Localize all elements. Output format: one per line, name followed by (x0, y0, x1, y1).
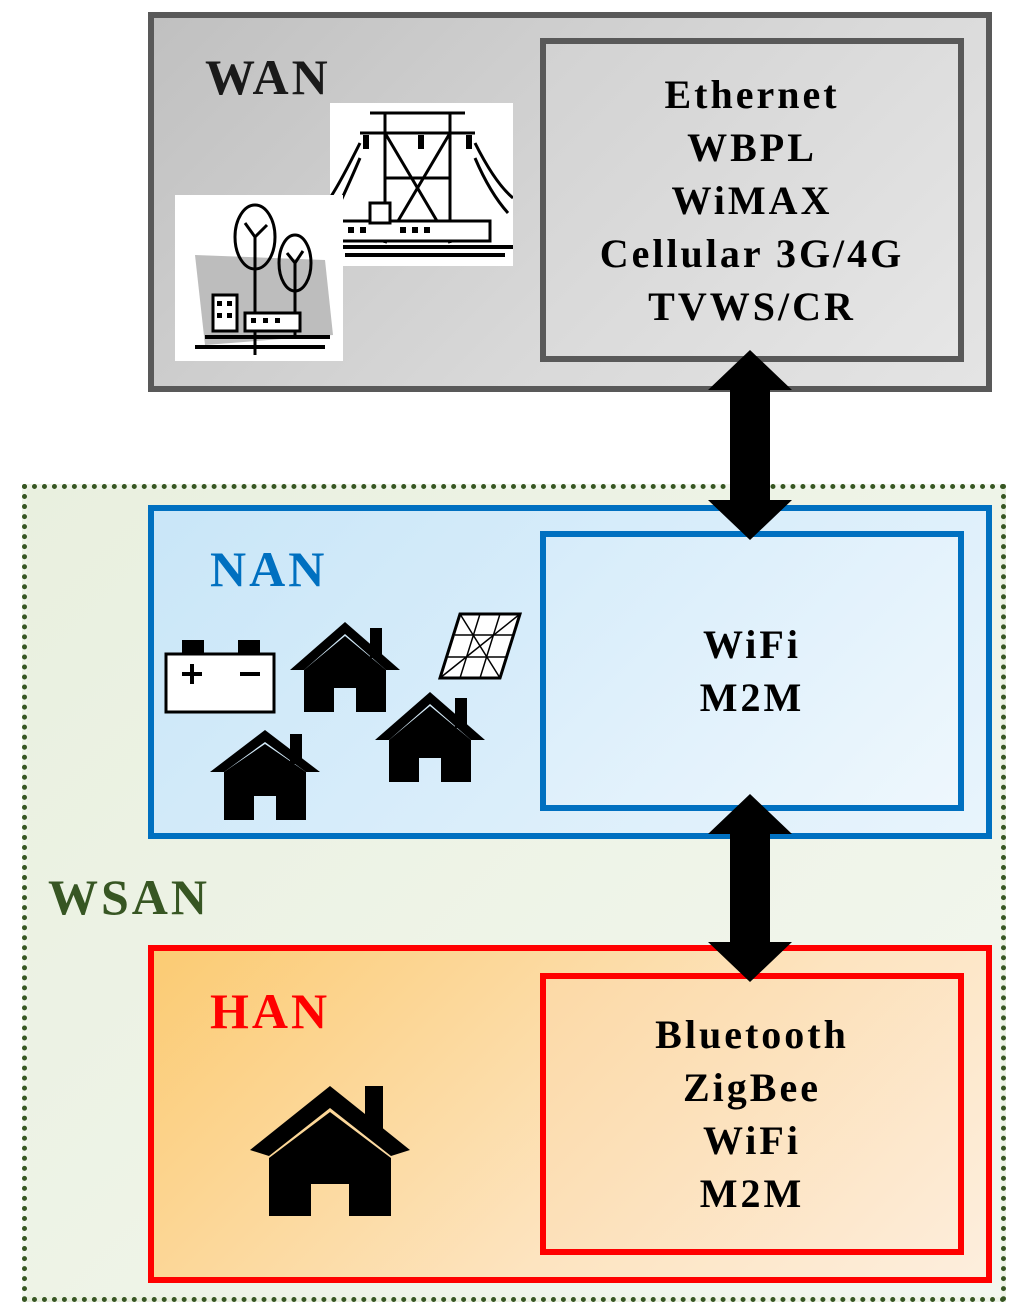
wan-protocols-box: Ethernet WBPL WiMAX Cellular 3G/4G TVWS/… (540, 38, 964, 362)
double-arrow-icon (706, 348, 794, 542)
wan-protocol: WiMAX (671, 177, 833, 223)
wind-turbine-icon (175, 195, 343, 361)
han-label: HAN (210, 983, 331, 1039)
house-icon (290, 622, 400, 712)
wan-protocol: TVWS/CR (648, 283, 856, 329)
wan-protocol: Cellular 3G/4G (599, 230, 905, 276)
wan-label: WAN (205, 49, 331, 105)
house-icon (210, 730, 320, 820)
wan-protocol: WBPL (687, 124, 817, 170)
han-protocol: Bluetooth (655, 1012, 849, 1057)
power-tower-icon (328, 103, 514, 266)
han-protocol: ZigBee (683, 1065, 821, 1110)
wan-protocol: Ethernet (664, 71, 840, 117)
nan-protocols-box: WiFi M2M (540, 531, 964, 811)
han-protocol: WiFi (703, 1118, 801, 1163)
han-protocols-box: Bluetooth ZigBee WiFi M2M (540, 973, 964, 1255)
solar-panel-icon (437, 612, 523, 680)
battery-icon (164, 640, 276, 714)
house-icon (245, 1080, 415, 1220)
nan-protocol: WiFi (703, 622, 801, 667)
nan-protocol: M2M (699, 675, 805, 720)
house-icon (375, 692, 485, 782)
han-protocol: M2M (699, 1171, 805, 1216)
double-arrow-icon (706, 792, 794, 984)
nan-label: NAN (210, 541, 328, 597)
nan-icons (160, 600, 540, 830)
wsan-label: WSAN (48, 869, 211, 925)
